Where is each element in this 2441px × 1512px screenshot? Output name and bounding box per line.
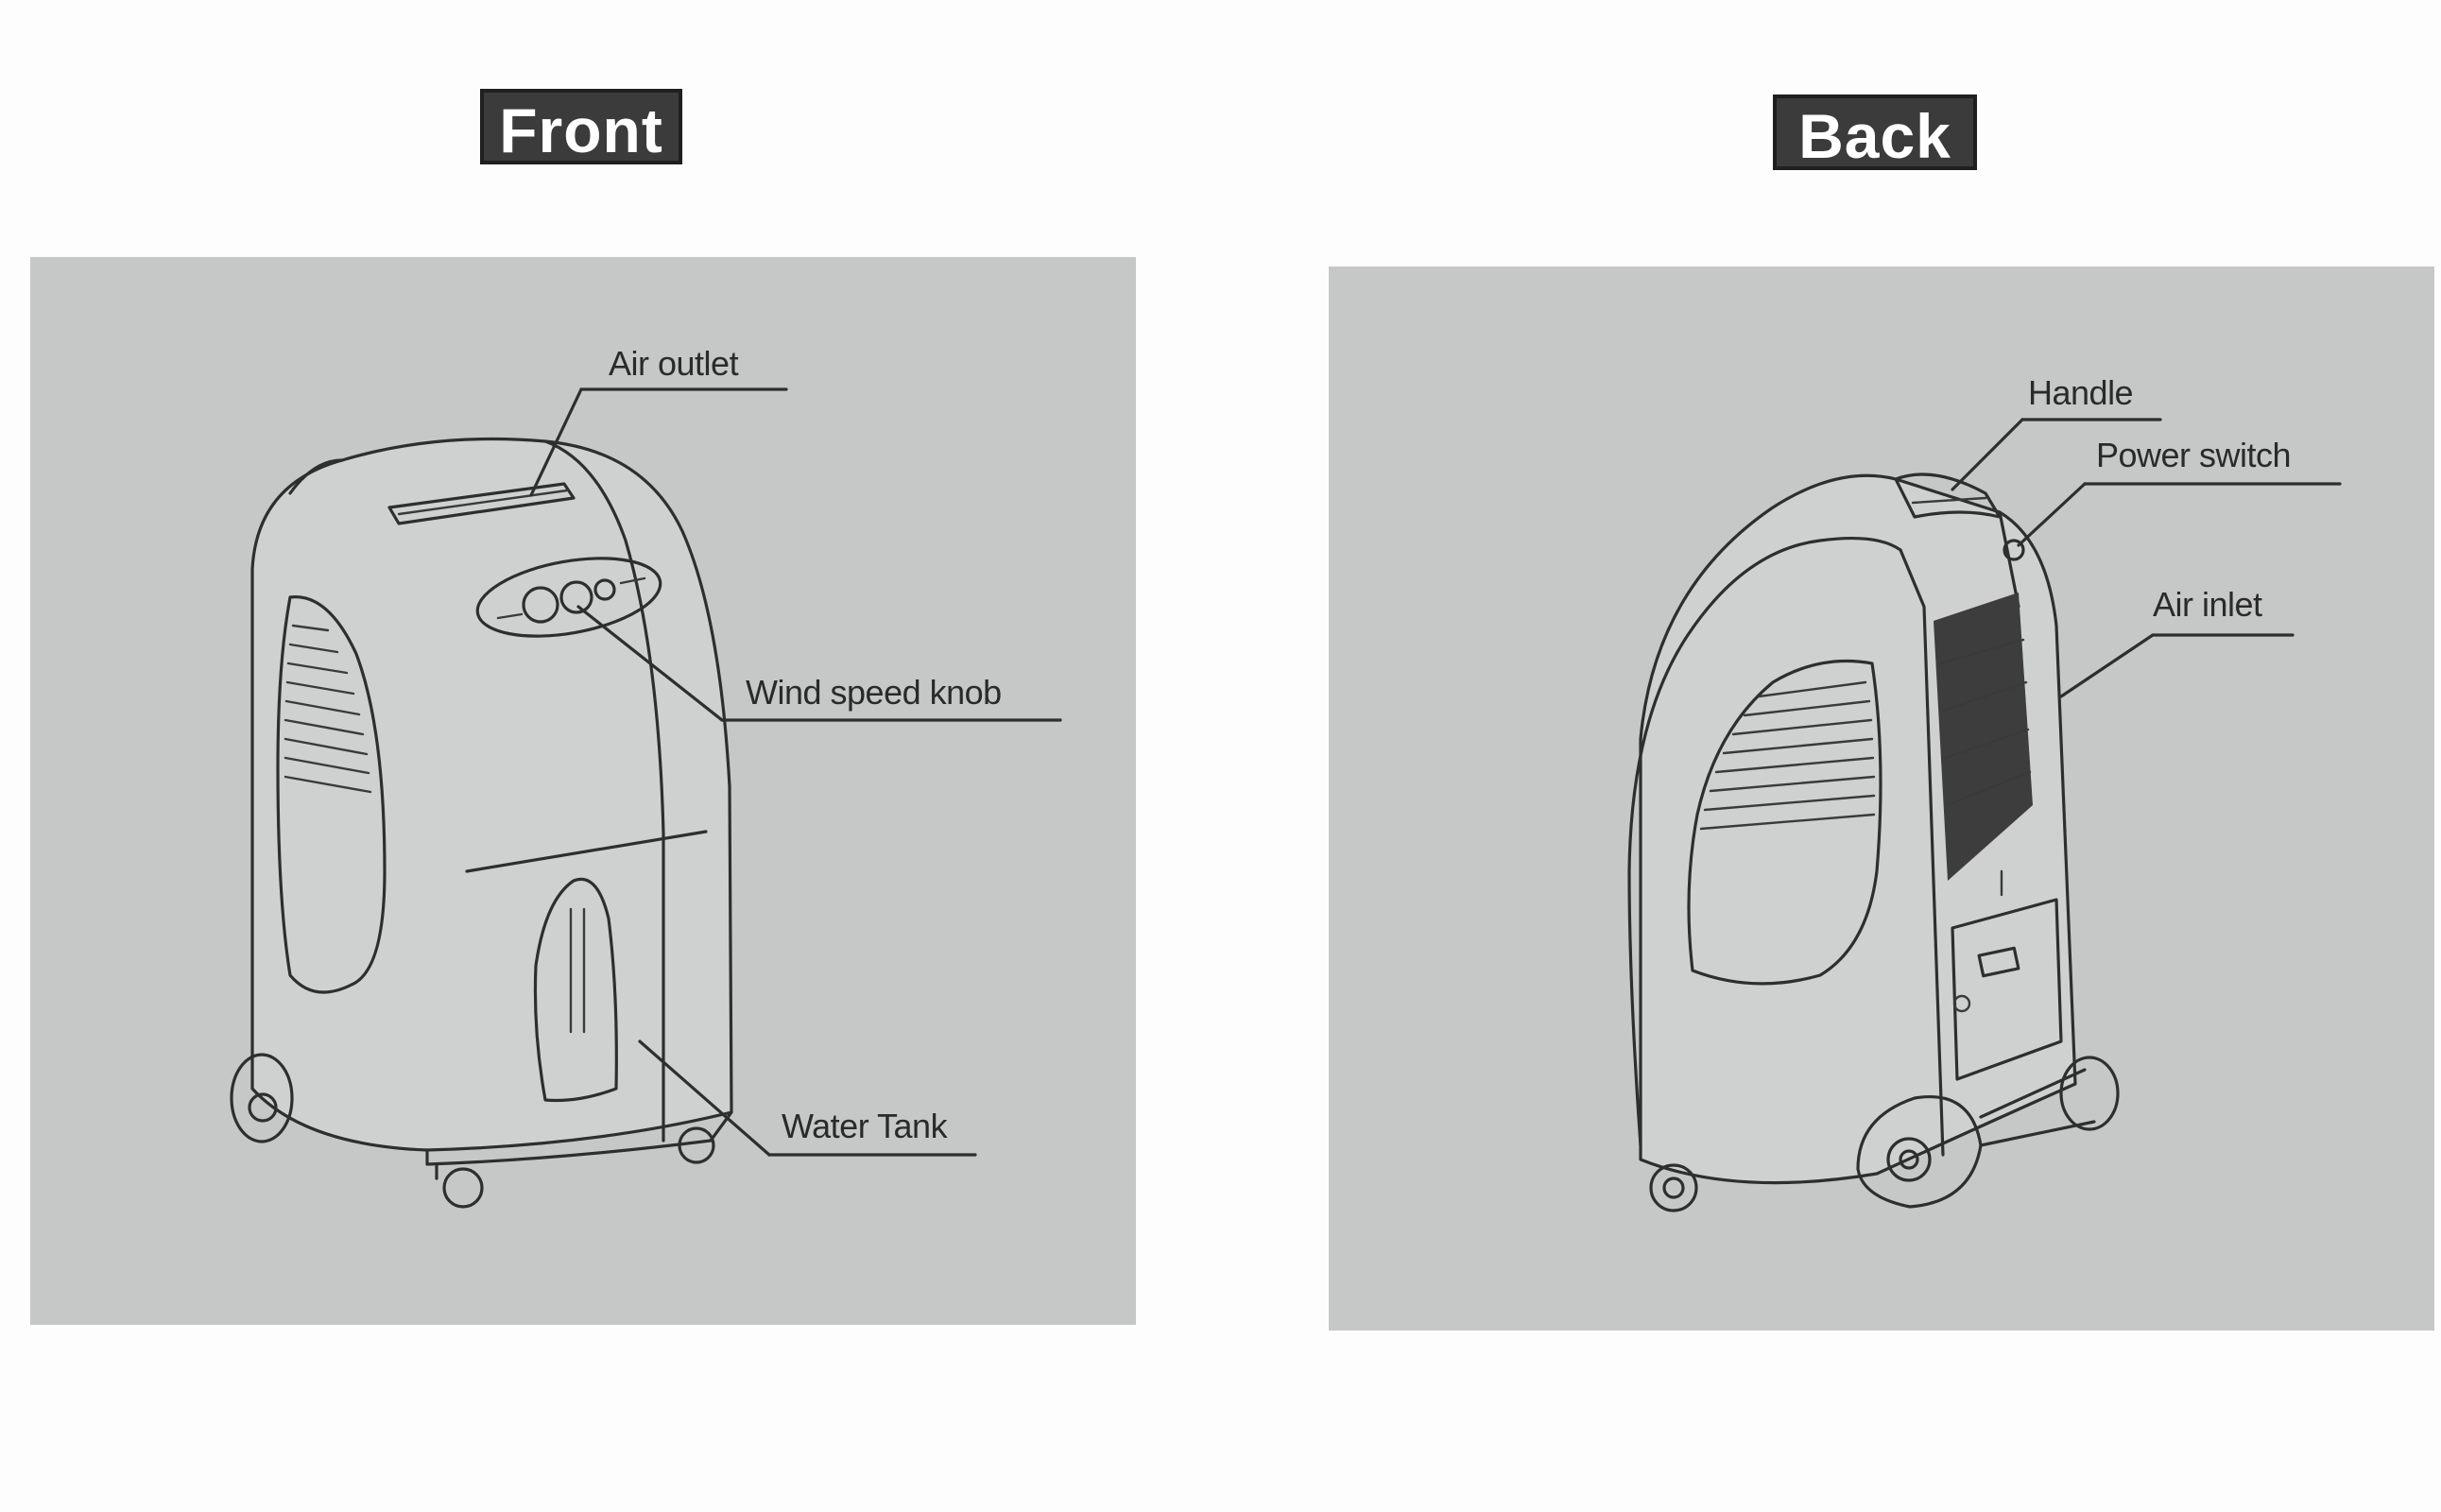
- air-inlet-grille: [1934, 593, 2033, 881]
- callout-air-inlet: Air inlet: [2059, 585, 2295, 698]
- callout-power-switch: Power switch: [2017, 436, 2342, 547]
- back-heading: Back: [1773, 94, 1977, 171]
- front-heading: Front: [480, 89, 682, 165]
- back-view-drawing: Handle Power switch Air inlet: [1627, 373, 2342, 1212]
- callout-air-outlet: Air outlet: [529, 344, 788, 497]
- power-switch-label: Power switch: [2096, 436, 2291, 474]
- dehumidifier-front-body: [230, 437, 733, 1209]
- callout-water-tank: Water Tank: [638, 1040, 977, 1157]
- water-tank-label: Water Tank: [782, 1107, 949, 1145]
- callout-wind-speed-knob: Wind speed knob: [576, 605, 1062, 722]
- front-view-panel: Air outlet Wind speed knob Water Tank: [30, 257, 1136, 1325]
- air-outlet-label: Air outlet: [609, 344, 739, 383]
- air-inlet-label: Air inlet: [2153, 585, 2262, 624]
- wind-speed-knob-label: Wind speed knob: [746, 673, 1002, 712]
- back-side-grille: [1699, 680, 1876, 831]
- side-grille: [284, 624, 372, 794]
- handle-label: Handle: [2028, 373, 2133, 412]
- back-view-panel: Handle Power switch Air inlet: [1329, 266, 2434, 1331]
- callout-handle: Handle: [1951, 373, 2162, 491]
- front-view-drawing: Air outlet Wind speed knob Water Tank: [230, 344, 1062, 1209]
- dehumidifier-back-body: [1627, 472, 2120, 1212]
